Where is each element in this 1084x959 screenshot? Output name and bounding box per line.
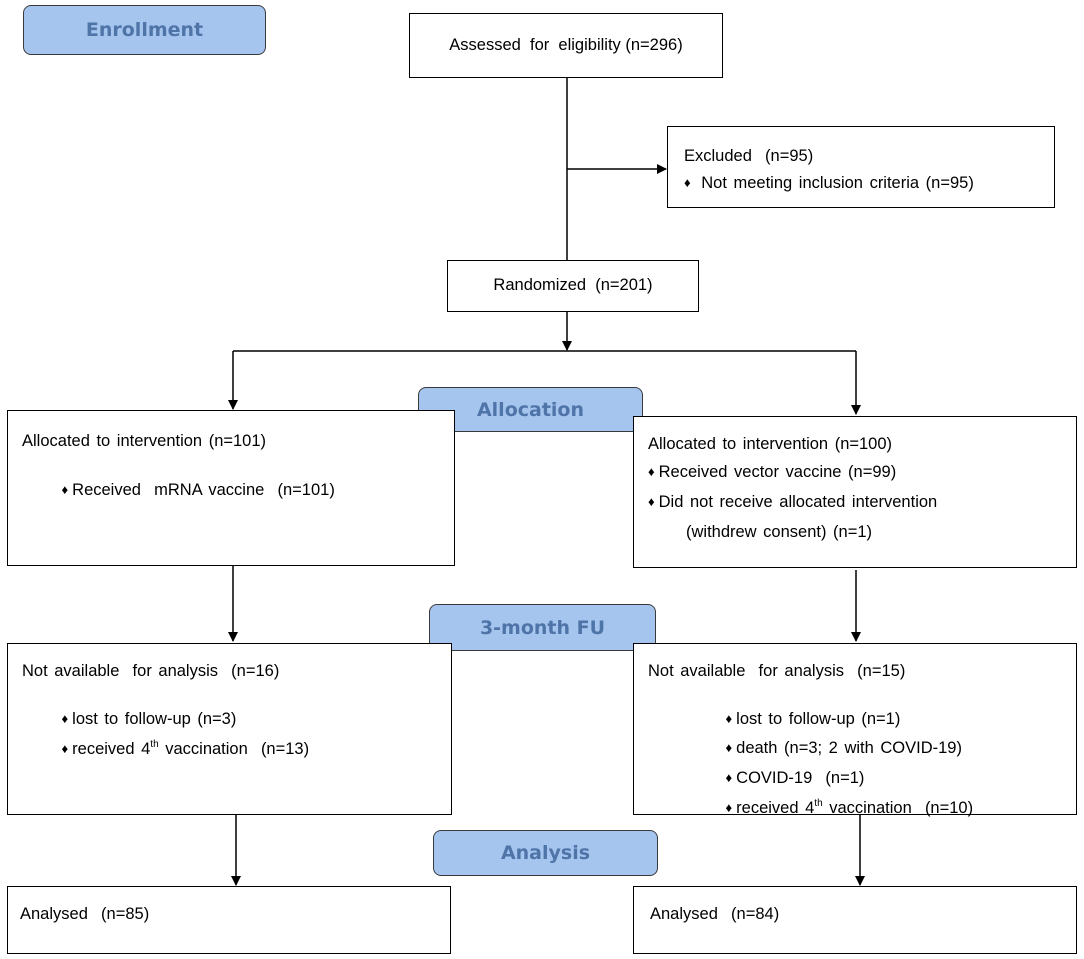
bullet-icon: ♦	[684, 175, 691, 190]
right-followup-box: Not available for analysis (n=15) ♦lost …	[633, 643, 1077, 817]
bullet-icon: ♦	[725, 739, 733, 755]
right-allocation-item: ♦Received vector vaccine (n=99)	[648, 463, 897, 481]
left-analysis-text: Analysed (n=85)	[20, 905, 150, 923]
left-followup-box: Not available for analysis (n=16) ♦lost …	[7, 643, 452, 815]
excluded-title: Excluded (n=95)	[684, 147, 814, 165]
assessed-box: Assessed for eligibility (n=296)	[409, 13, 723, 78]
left-allocation-box: Allocated to intervention (n=101) ♦Recei…	[7, 410, 455, 566]
left-followup-item: ♦lost to follow-up (n=3)	[61, 709, 237, 728]
left-analysis-box: Analysed (n=85)	[7, 886, 451, 954]
left-allocation-title: Allocated to intervention (n=101)	[22, 432, 267, 450]
assessed-text: Assessed for eligibility (n=296)	[449, 35, 683, 54]
bullet-icon: ♦	[648, 494, 655, 509]
randomized-text: Randomized (n=201)	[493, 276, 653, 295]
bullet-icon: ♦	[725, 769, 733, 785]
bullet-icon: ♦	[61, 740, 69, 756]
bullet-icon: ♦	[725, 710, 733, 726]
right-followup-item: ♦death (n=3; 2 with COVID-19)	[725, 738, 962, 757]
left-followup-item: ♦received 4th vaccination (n=13)	[61, 738, 310, 758]
bullet-icon: ♦	[61, 481, 69, 497]
right-followup-item: ♦lost to follow-up (n=1)	[725, 709, 901, 728]
right-followup-item: ♦received 4th vaccination (n=10)	[725, 797, 974, 817]
right-allocation-item: ♦Did not receive allocated intervention	[648, 493, 938, 511]
excluded-reason: ♦ Not meeting inclusion criteria (n=95)	[684, 174, 974, 192]
bullet-icon: ♦	[725, 799, 733, 815]
right-followup-title: Not available for analysis (n=15)	[648, 662, 906, 680]
right-allocation-title: Allocated to intervention (n=100)	[648, 435, 893, 453]
phase-label-enrollment: Enrollment	[23, 5, 266, 55]
right-analysis-text: Analysed (n=84)	[650, 905, 780, 923]
excluded-box: Excluded (n=95) ♦ Not meeting inclusion …	[667, 126, 1055, 208]
right-allocation-box: Allocated to intervention (n=100) ♦Recei…	[633, 416, 1077, 568]
left-followup-title: Not available for analysis (n=16)	[22, 662, 280, 680]
right-followup-item: ♦COVID-19 (n=1)	[725, 768, 865, 787]
right-analysis-box: Analysed (n=84)	[633, 886, 1077, 954]
phase-label-allocation: Allocation	[418, 387, 643, 432]
bullet-icon: ♦	[648, 464, 655, 479]
right-allocation-continuation: (withdrew consent) (n=1)	[686, 523, 873, 541]
phase-label-analysis: Analysis	[433, 830, 658, 876]
phase-label-followup: 3-month FU	[429, 604, 656, 651]
randomized-box: Randomized (n=201)	[447, 260, 699, 312]
bullet-icon: ♦	[61, 710, 69, 726]
left-allocation-item: ♦Received mRNA vaccine (n=101)	[61, 480, 335, 499]
